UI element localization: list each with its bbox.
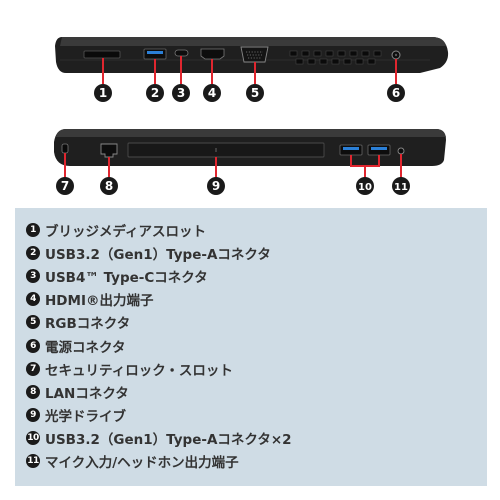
callout-badge-2: 2 [146,84,164,102]
svg-text:4: 4 [208,86,216,100]
svg-text:1: 1 [99,86,107,100]
svg-text:7: 7 [61,179,69,193]
legend-item-6: 6 電源コネクタ [26,334,487,357]
callout-badge-7: 7 [56,177,74,195]
callout-badge-3: 3 [172,84,190,102]
legend-item-label: HDMI®出力端子 [45,293,154,310]
bridge-media-slot-port [83,50,121,59]
legend-item-5: 5 RGBコネクタ [26,311,487,334]
legend-number-badge: 11 [26,454,40,469]
vent-grille [289,50,382,65]
svg-text:11: 11 [394,182,408,193]
legend-item-4: 4 HDMI®出力端子 [26,288,487,311]
top-number-badges: 1 2 3 4 5 6 [94,84,405,102]
legend-item-label: 電源コネクタ [45,339,126,356]
callout-badge-1: 1 [94,84,112,102]
legend-item-7: 7 セキュリティロック・スロット [26,357,487,380]
svg-text:6: 6 [392,86,400,100]
legend-item-label: ブリッジメディアスロット [45,223,207,240]
svg-text:10: 10 [358,182,372,193]
laptop-side-views-diagram: 1 2 3 4 5 6 7 8 9 10 [54,37,449,195]
security-lock-slot [61,143,69,154]
bottom-number-badges: 7 8 9 10 11 [56,177,410,195]
legend-item-label: 光学ドライブ [45,409,126,426]
legend-number-badge: 6 [26,338,40,353]
legend-item-1: 1 ブリッジメディアスロット [26,218,487,241]
legend-item-label: USB3.2（Gen1）Type-Aコネクタ×2 [45,432,292,449]
legend-item-11: 11 マイク入力/ヘッドホン出力端子 [26,450,487,473]
legend-item-label: セキュリティロック・スロット [45,362,233,379]
bottom-callout-lines [64,153,402,178]
audio-jack [397,147,405,155]
legend-number-badge: 8 [26,384,40,399]
legend-number-badge: 10 [26,431,40,446]
legend-item-9: 9 光学ドライブ [26,404,487,427]
rgb-port [240,46,269,63]
legend-item-label: RGBコネクタ [45,316,131,333]
lan-port [100,143,118,158]
callout-badge-6: 6 [387,84,405,102]
callout-badge-5: 5 [246,84,264,102]
legend-item-2: 2 USB3.2（Gen1）Type-Aコネクタ [26,241,487,264]
usb-c-port [174,49,189,57]
legend-number-badge: 1 [26,222,40,237]
svg-text:3: 3 [177,86,185,100]
legend-number-badge: 5 [26,315,40,330]
optical-drive [127,142,325,158]
legend-number-badge: 7 [26,361,40,376]
legend-item-label: マイク入力/ヘッドホン出力端子 [45,455,239,472]
callout-badge-10: 10 [356,177,374,195]
top-callout-lines [102,56,397,84]
callout-badge-8: 8 [100,177,118,195]
svg-text:5: 5 [251,86,259,100]
callout-badge-11: 11 [392,177,410,195]
legend-number-badge: 4 [26,292,40,307]
laptop-right-side-view [54,129,446,166]
callout-badge-9: 9 [207,177,225,195]
legend-item-8: 8 LANコネクタ [26,380,487,403]
legend-number-badge: 3 [26,268,40,283]
laptop-left-side-view [55,37,449,73]
svg-text:9: 9 [212,179,220,193]
legend-number-badge: 2 [26,245,40,260]
hdmi-port [200,48,225,60]
legend-number-badge: 9 [26,408,40,423]
legend-item-10: 10 USB3.2（Gen1）Type-Aコネクタ×2 [26,427,487,450]
port-legend-panel: 1 ブリッジメディアスロット 2 USB3.2（Gen1）Type-Aコネクタ … [15,208,487,486]
legend-item-label: USB4™ Type-Cコネクタ [45,269,208,286]
callout-badge-4: 4 [203,84,221,102]
svg-text:2: 2 [151,86,159,100]
svg-text:8: 8 [105,179,113,193]
legend-item-label: USB3.2（Gen1）Type-Aコネクタ [45,246,271,263]
legend-item-label: LANコネクタ [45,385,129,402]
legend-item-3: 3 USB4™ Type-Cコネクタ [26,264,487,287]
